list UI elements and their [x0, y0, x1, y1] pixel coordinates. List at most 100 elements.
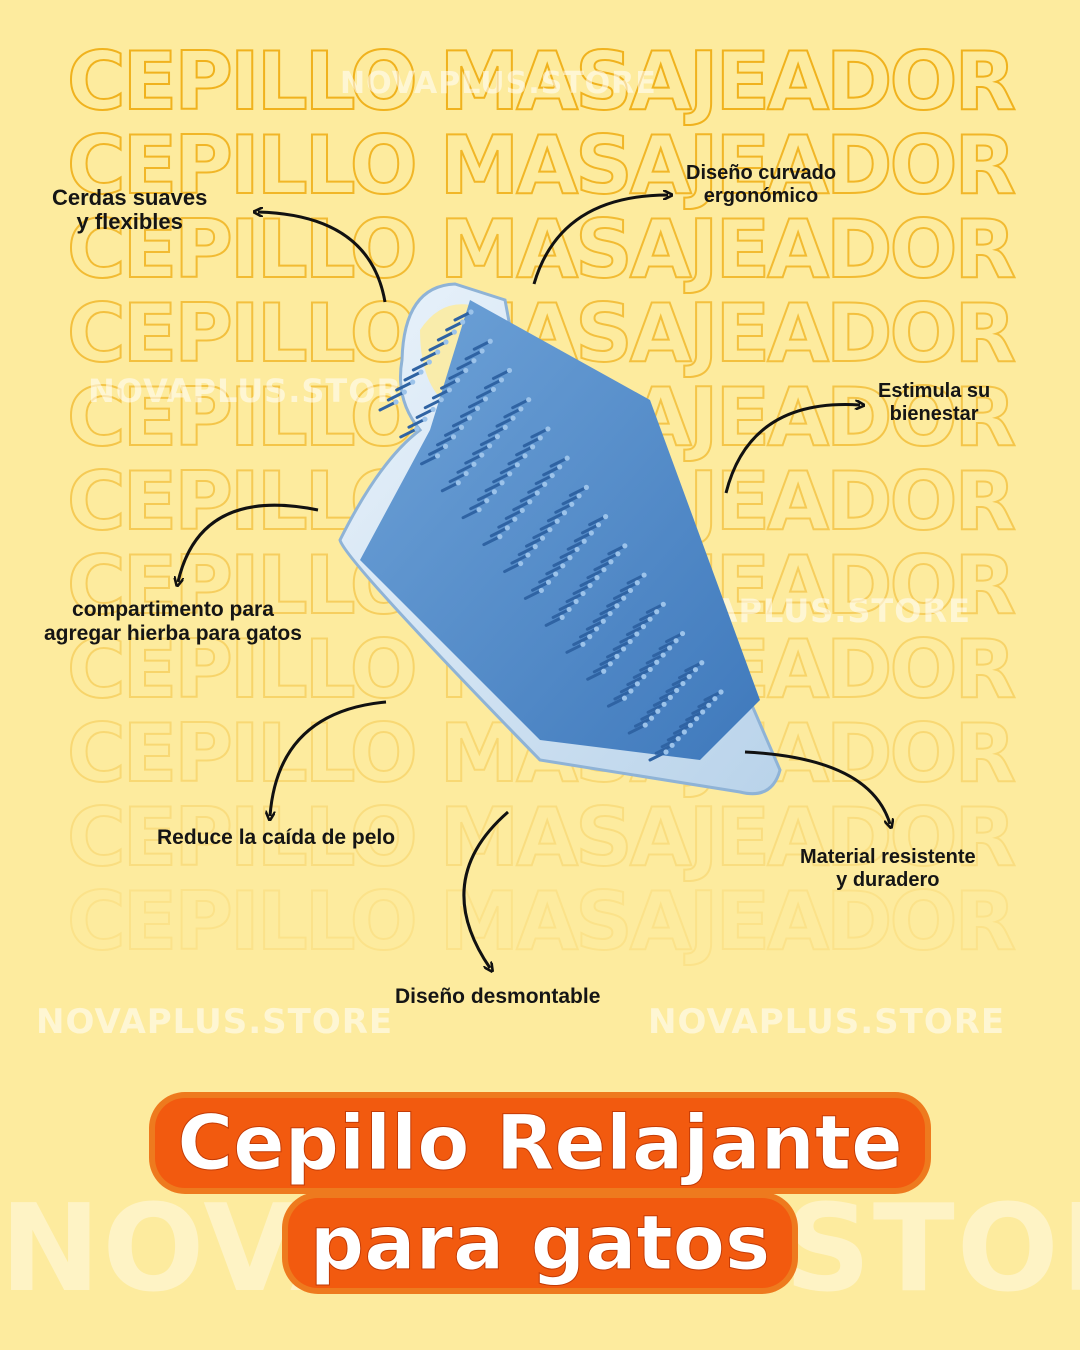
bristle: [399, 427, 419, 439]
bristle-tip: [491, 489, 497, 495]
bristle-tip: [581, 538, 587, 544]
bristle: [464, 349, 484, 361]
bristle-tip: [430, 406, 436, 413]
bristle-tip: [593, 626, 600, 632]
background-text-row: CEPILLO MASAJEADOR: [66, 35, 1017, 128]
bristle: [484, 481, 504, 493]
bristle: [640, 709, 660, 721]
bristle-tip: [466, 415, 473, 421]
bristle-tip: [663, 749, 669, 755]
label-cerdas: Cerdas suaves y flexibles: [52, 186, 207, 234]
bristle-tip: [454, 377, 461, 383]
bristle: [572, 584, 592, 596]
bristle-tip: [603, 514, 609, 520]
bristle: [568, 485, 588, 497]
watermark-text-5: NOVAPLUS.STORE: [36, 1002, 394, 1042]
bristle: [538, 572, 558, 584]
watermark-text-1: NOVAPLUS.STORE: [340, 66, 657, 101]
bristle-tip: [418, 369, 424, 375]
bristle-tip: [608, 559, 614, 565]
bristle-tip: [673, 638, 679, 644]
background-text-row: CEPILLO MASAJEADOR: [66, 119, 1017, 212]
bristle-tip: [486, 443, 493, 449]
bristle: [464, 453, 484, 465]
bristle-tip: [502, 424, 508, 430]
bristle: [558, 599, 578, 611]
bristle: [511, 398, 531, 410]
bristle-tip: [614, 603, 620, 609]
bristle-tip: [522, 453, 528, 459]
bristle-tip: [679, 630, 686, 637]
bristle-tip: [525, 552, 531, 558]
bristle-tip: [519, 507, 525, 514]
bristle-tip: [588, 530, 594, 536]
bristle-tip: [545, 426, 551, 432]
bristle: [579, 576, 599, 588]
bristle: [639, 610, 659, 622]
bristle: [592, 612, 612, 624]
bristle-tip: [564, 455, 570, 461]
bristle: [588, 515, 608, 527]
bristle-tip: [600, 618, 606, 624]
bristle: [539, 519, 559, 531]
bristle-tip: [497, 534, 503, 540]
bristle: [515, 445, 535, 457]
bristle-tip: [484, 498, 490, 504]
bristle-tip: [587, 582, 593, 589]
bristle-tip: [667, 645, 673, 651]
bristle: [625, 625, 645, 637]
label-curvado-line1: Diseño curvado: [686, 162, 837, 184]
bristle: [619, 632, 639, 644]
bristle-tip: [446, 387, 453, 393]
bristle: [522, 436, 542, 448]
bristle: [585, 619, 605, 631]
bristle-tip: [507, 471, 513, 477]
bristle: [652, 695, 672, 707]
bristle: [672, 723, 692, 735]
bristle-tip: [434, 453, 441, 459]
bristle: [546, 511, 566, 523]
bristle: [549, 456, 569, 468]
bristle-tip: [627, 638, 633, 645]
bristle-tip: [680, 680, 686, 687]
bristle-tip: [450, 434, 457, 440]
bristle: [503, 407, 523, 419]
bristle: [476, 490, 496, 502]
bristle-tip: [687, 722, 694, 728]
bristle: [492, 472, 512, 484]
bristle: [423, 398, 443, 410]
title-line-2-text: para gatos: [287, 1198, 793, 1288]
label-compartimento-line2: agregar hierba para gatos: [44, 622, 302, 645]
label-material-line1: Material resistente: [800, 846, 976, 868]
bristle: [403, 370, 423, 382]
bristle-tip: [545, 579, 552, 585]
bristle-tip: [512, 516, 518, 522]
bristle-tip: [601, 567, 607, 573]
bristle: [420, 350, 440, 362]
bristle: [654, 743, 674, 755]
bristle-tip: [675, 736, 681, 742]
bristle-tip: [479, 348, 485, 354]
bristle-tip: [595, 522, 602, 528]
watermark-text-6: NOVAPLUS.STORE: [648, 1002, 1006, 1042]
bristle: [665, 682, 685, 694]
label-curvado: Diseño curvado ergonómico: [686, 162, 836, 208]
bristle: [428, 340, 448, 352]
bristle: [448, 368, 468, 380]
bristle-tip: [654, 609, 660, 615]
bristle-tip: [628, 688, 634, 694]
bristle: [565, 642, 585, 654]
bristle-tip: [471, 461, 477, 467]
bristle: [703, 690, 723, 702]
arrow-desmontable: [462, 810, 509, 968]
bristle: [527, 482, 547, 494]
bristle-tip: [580, 641, 586, 647]
bristle: [542, 465, 562, 477]
bristle: [619, 581, 639, 593]
bristle-tip: [504, 525, 510, 531]
bristle: [440, 378, 460, 390]
bristle-tip: [620, 646, 627, 652]
bristle-tip: [537, 435, 543, 441]
bristle-tip: [474, 405, 481, 412]
bristle: [491, 368, 511, 380]
